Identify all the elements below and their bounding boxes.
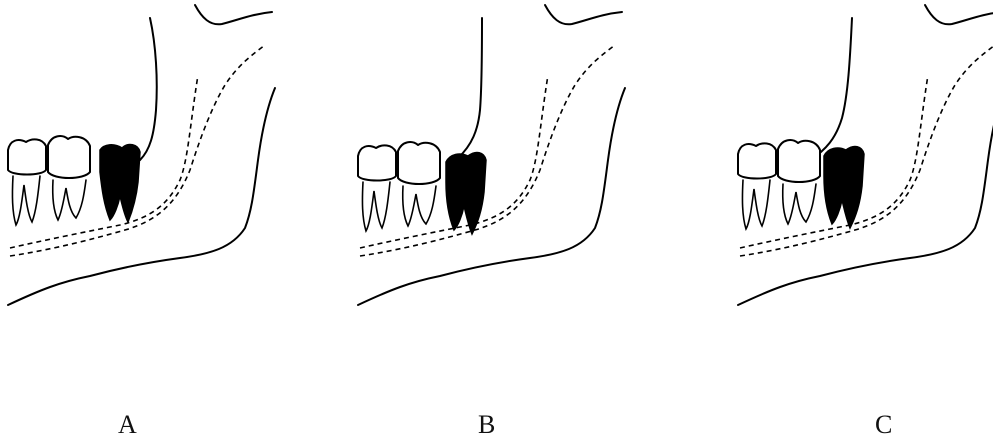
second-molar: [398, 142, 440, 226]
panel-label-a: A: [118, 412, 137, 438]
panel-c: [730, 0, 993, 360]
ramus-border: [140, 18, 157, 160]
second-molar: [48, 136, 90, 220]
first-molar: [8, 139, 46, 225]
panel-label-b: B: [478, 412, 495, 438]
third-molar: [446, 153, 486, 234]
ramus-border: [458, 18, 482, 158]
jaw-diagram-c: [730, 0, 993, 360]
ramus-border: [810, 18, 852, 160]
first-molar: [358, 145, 396, 231]
jaw-diagram-b: [350, 0, 640, 360]
panel-label-c: C: [875, 412, 892, 438]
first-molar: [738, 143, 776, 229]
panel-b: [350, 0, 640, 360]
jaw-diagram-a: [0, 0, 290, 360]
third-molar: [824, 147, 864, 228]
panel-a: [0, 0, 290, 360]
second-molar: [778, 140, 820, 224]
third-molar: [100, 145, 140, 222]
